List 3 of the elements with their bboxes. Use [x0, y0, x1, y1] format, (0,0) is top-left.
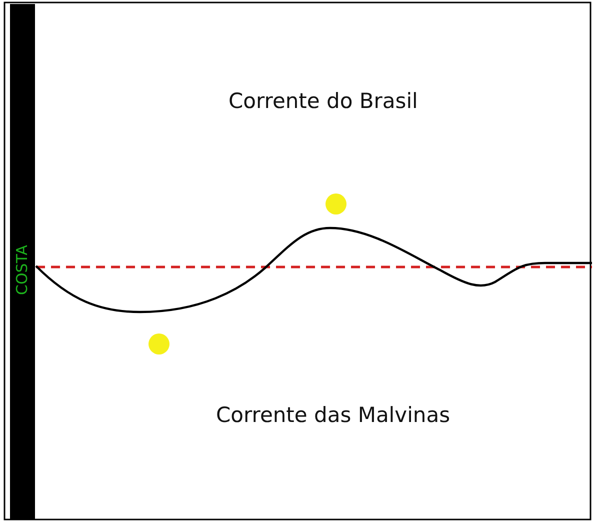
coast-label: COSTA — [14, 244, 30, 296]
current-label: Corrente do Brasil — [228, 88, 418, 114]
current-label: Corrente das Malvinas — [216, 402, 450, 428]
